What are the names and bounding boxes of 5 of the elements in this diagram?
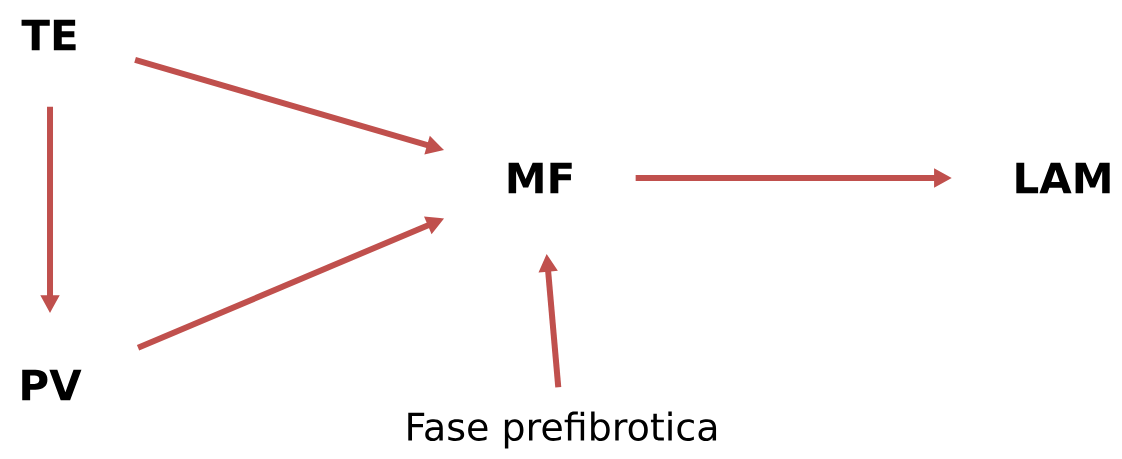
node-label: Fase prefibrotica [408,411,717,449]
node-label: PV [22,369,82,401]
node-label: MF [508,162,572,194]
node-label: LAM [1016,162,1110,194]
node-label: TE [21,19,76,51]
